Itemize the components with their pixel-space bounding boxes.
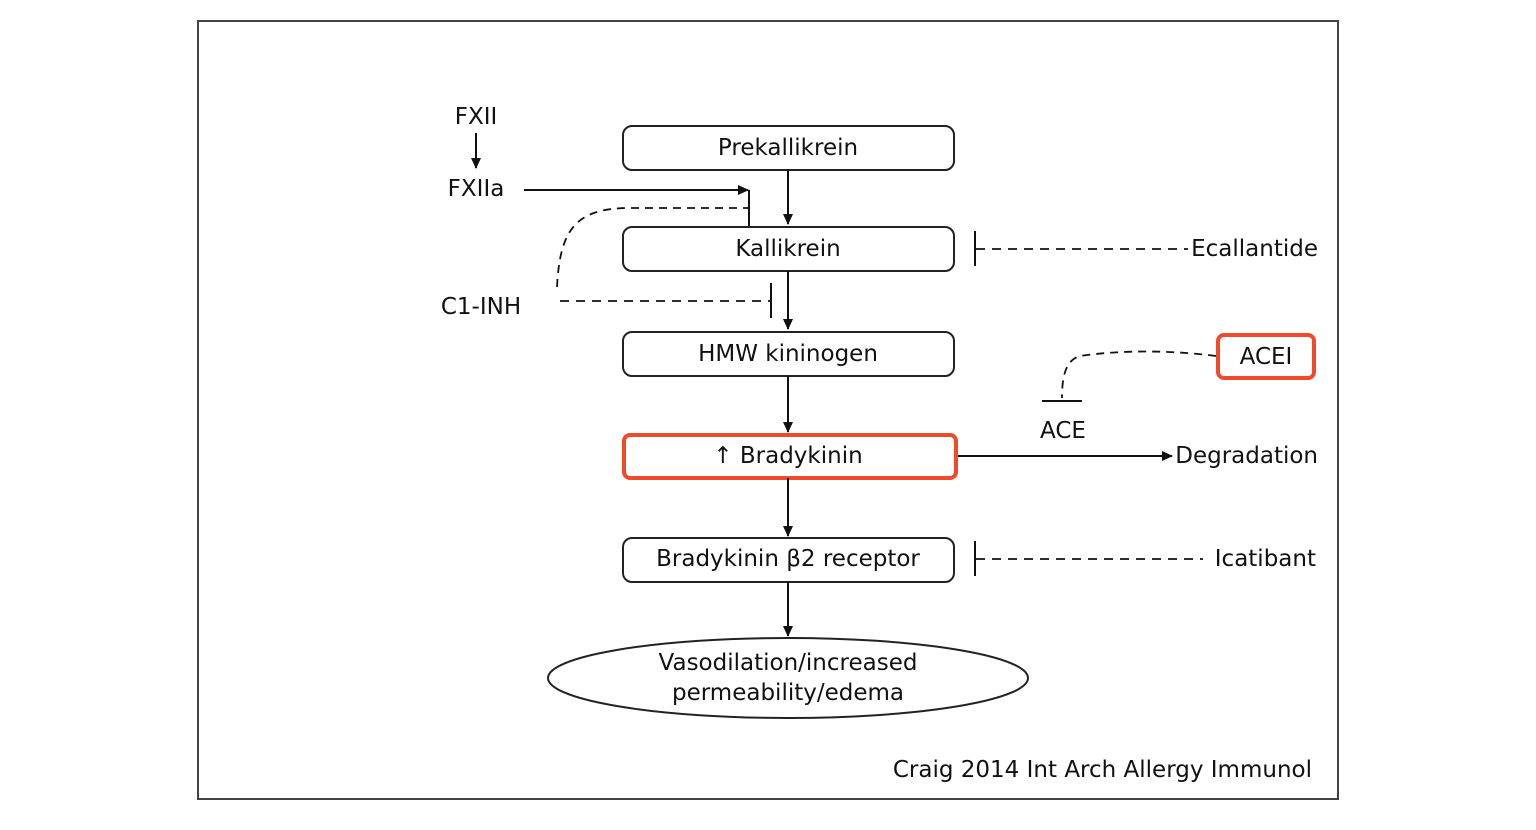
- node-prekallikrein-label: Prekallikrein: [718, 135, 858, 161]
- node-kallikrein-label: Kallikrein: [735, 236, 840, 262]
- acei-box: [1216, 333, 1316, 380]
- node-outcome-line1: Vasodilation/increased: [659, 650, 918, 676]
- ecallantide-label: Ecallantide: [1191, 236, 1318, 262]
- c1inh-dashed-curve: [556, 207, 749, 288]
- figure-frame: [197, 20, 1339, 800]
- node-hmw-kininogen-label: HMW kininogen: [698, 341, 878, 367]
- acei-dashed-curve: [1061, 350, 1217, 399]
- node-bradykinin: [622, 433, 958, 480]
- node-outcome: [547, 637, 1029, 719]
- icatibant-label: Icatibant: [1215, 546, 1316, 572]
- fxiia-label: FXIIa: [448, 176, 505, 202]
- degradation-label: Degradation: [1175, 443, 1318, 469]
- citation-text: Craig 2014 Int Arch Allergy Immunol: [893, 757, 1312, 783]
- ace-label: ACE: [1040, 418, 1086, 444]
- node-outcome-line2: permeability/edema: [672, 680, 904, 706]
- node-bradykinin-label: ↑ Bradykinin: [713, 443, 862, 469]
- acei-label: ACEI: [1240, 344, 1293, 370]
- node-receptor-label: Bradykinin β2 receptor: [656, 546, 920, 572]
- c1inh-label: C1-INH: [441, 294, 521, 320]
- fxii-label: FXII: [455, 104, 498, 130]
